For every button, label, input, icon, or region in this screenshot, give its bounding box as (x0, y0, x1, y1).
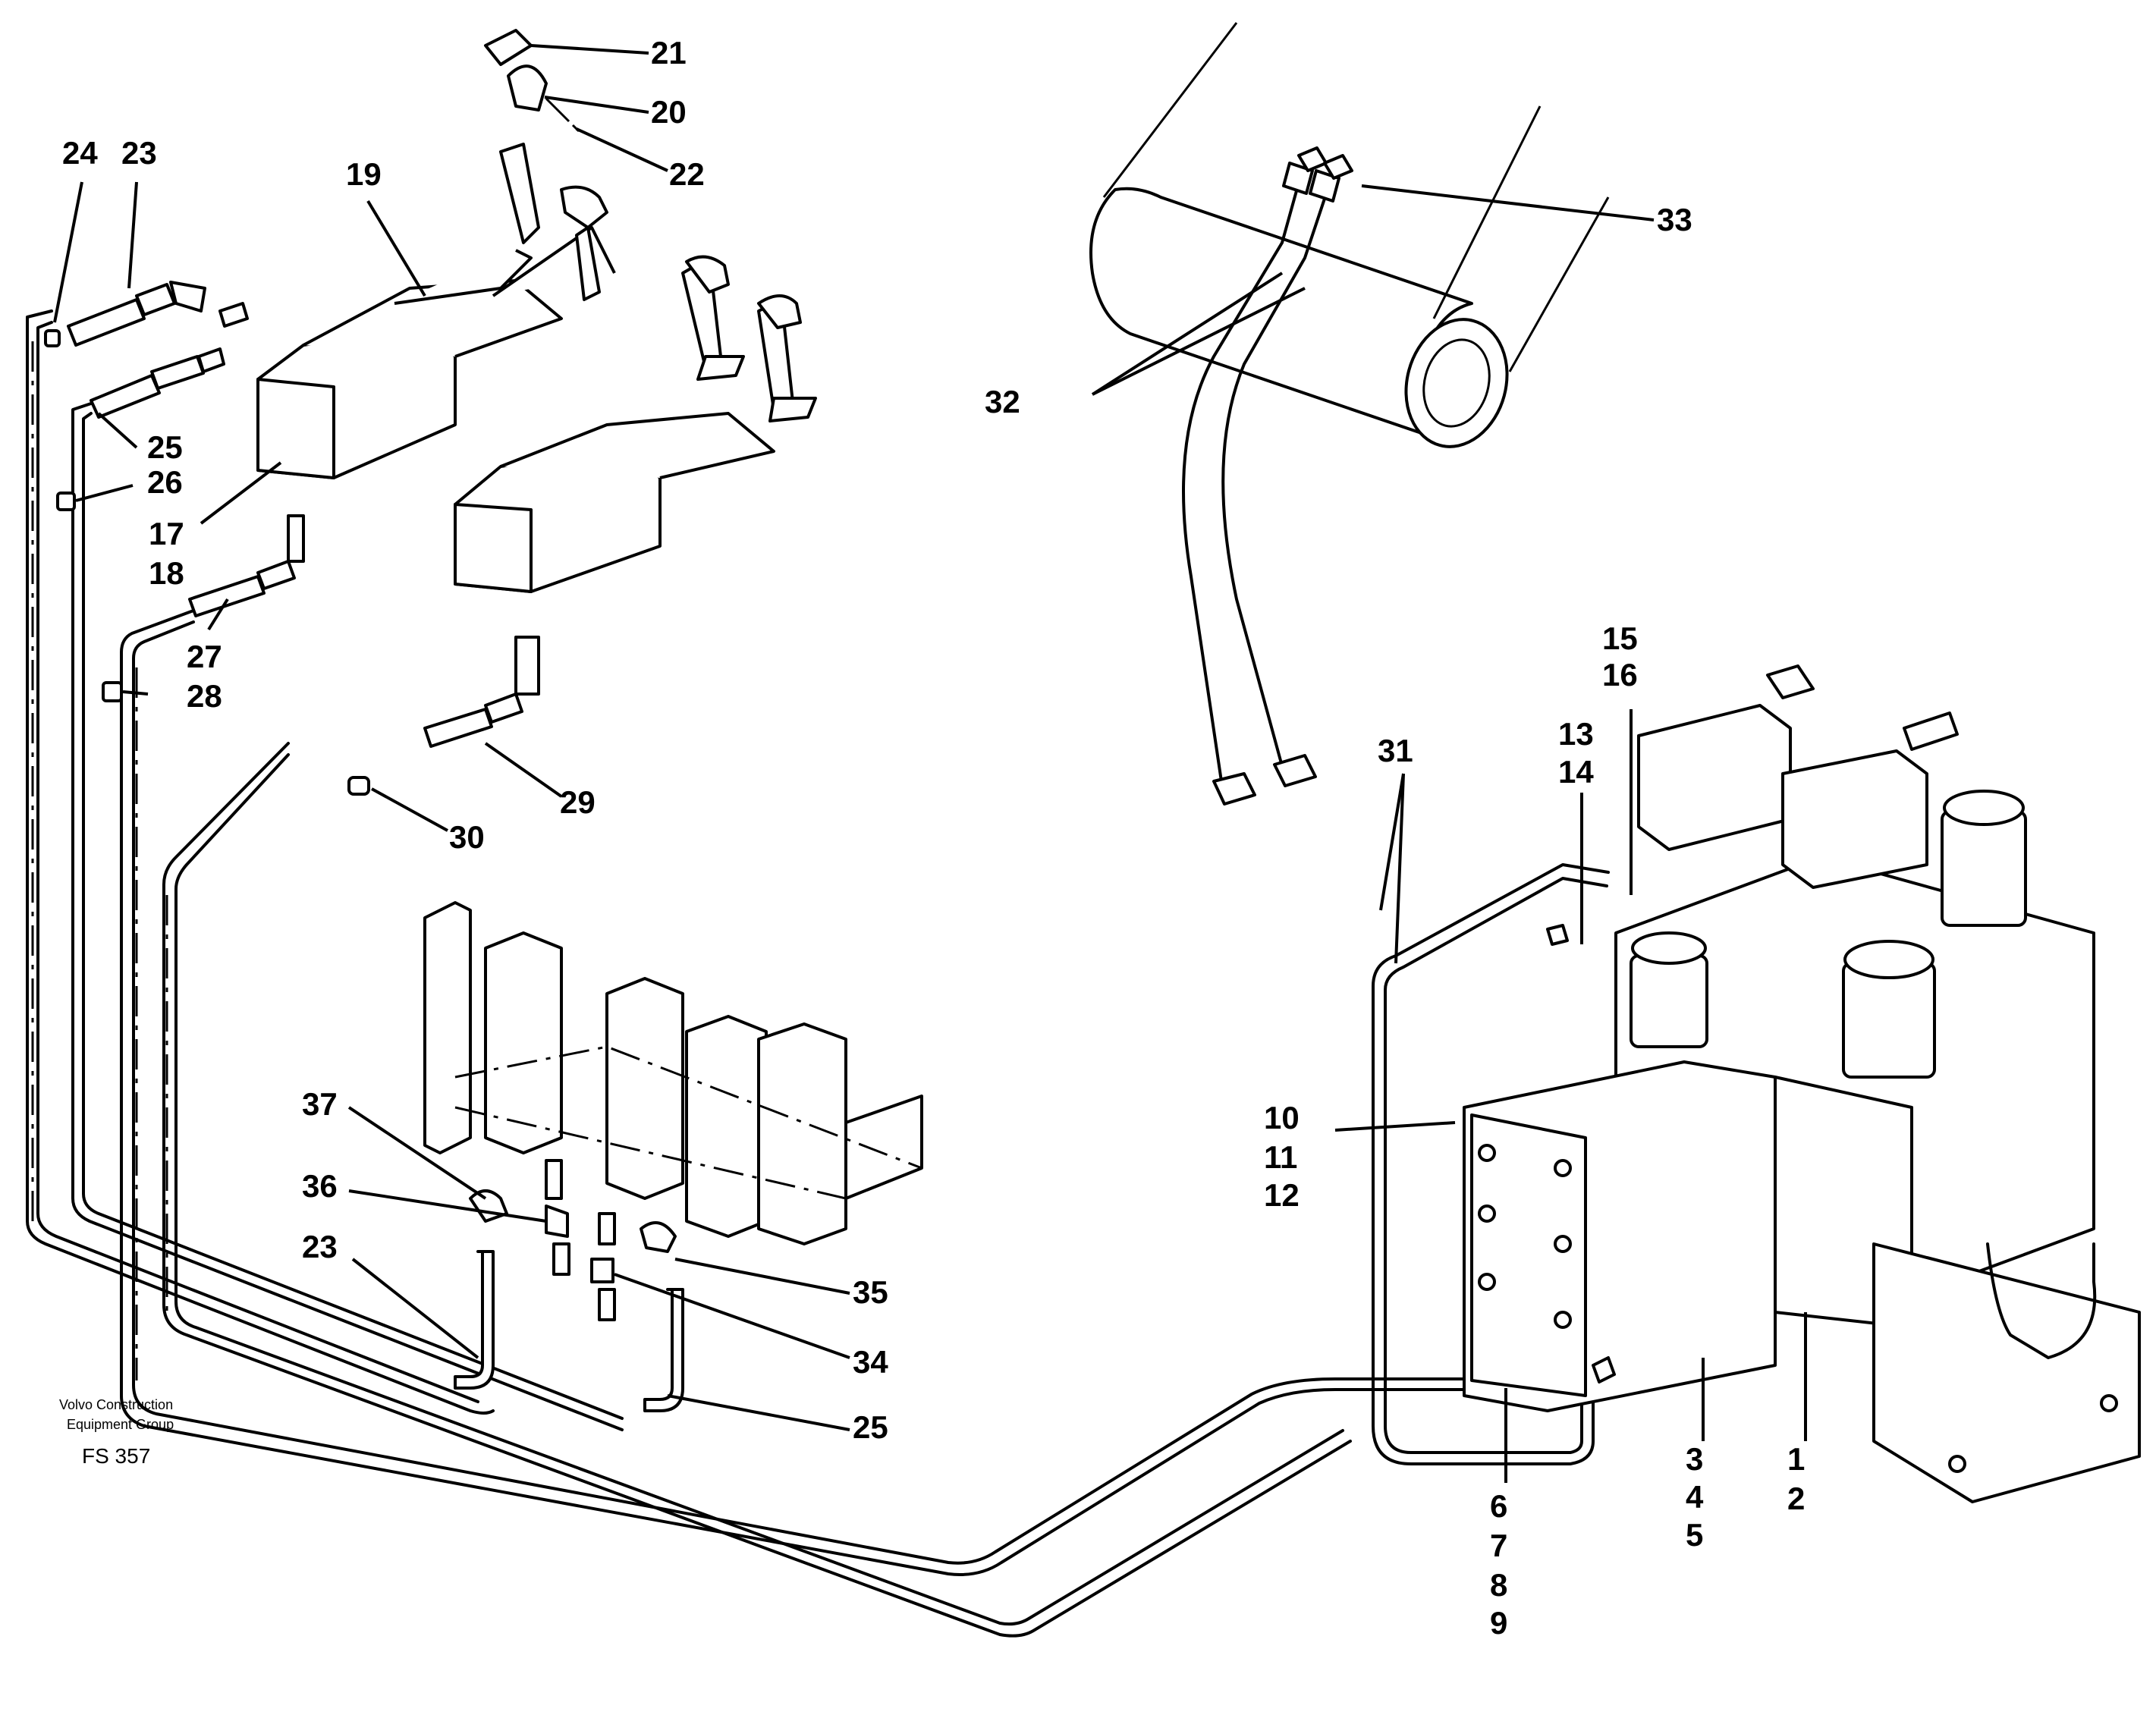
callout-11: 11 (1264, 1139, 1298, 1175)
callout-35: 35 (853, 1274, 888, 1310)
hydraulic-line-left-second (71, 402, 624, 1431)
callout-9: 9 (1490, 1605, 1508, 1641)
callout-6: 6 (1490, 1488, 1508, 1524)
callout-29: 29 (560, 784, 596, 820)
callout-23-top: 23 (121, 135, 157, 171)
callout-32: 32 (985, 384, 1020, 419)
callout-36: 36 (302, 1168, 338, 1204)
callout-8: 8 (1490, 1567, 1508, 1603)
control-valve-block (1463, 664, 2141, 1503)
callout-14: 14 (1558, 754, 1594, 790)
callout-25-bottom: 25 (853, 1409, 888, 1445)
callout-23-bottom: 23 (302, 1229, 338, 1264)
callout-25-top: 25 (147, 429, 183, 465)
callout-30: 30 (449, 819, 485, 855)
company-name-line1: Volvo Construction (59, 1397, 174, 1412)
company-name-line2: Equipment Group (67, 1417, 174, 1432)
callout-16: 16 (1602, 657, 1638, 693)
callout-5: 5 (1686, 1517, 1704, 1553)
callout-31: 31 (1378, 733, 1413, 768)
callout-37: 37 (302, 1086, 338, 1122)
callout-10: 10 (1264, 1100, 1300, 1135)
figure-code: FS 357 (82, 1444, 151, 1468)
callout-24: 24 (62, 135, 98, 171)
callout-19: 19 (346, 156, 382, 192)
hydraulic-line-lower-long (120, 609, 1488, 1638)
callout-4: 4 (1686, 1479, 1704, 1515)
callout-1: 1 (1787, 1441, 1806, 1477)
callout-20: 20 (651, 94, 687, 130)
callout-22: 22 (669, 156, 705, 192)
callout-33: 33 (1657, 202, 1692, 237)
pedal-valve-lower (454, 255, 817, 593)
callout-34: 34 (853, 1344, 888, 1380)
callout-28: 28 (187, 678, 222, 714)
boom-cylinder (1089, 22, 1610, 806)
callout-27: 27 (187, 639, 222, 674)
callout-21: 21 (651, 35, 687, 71)
callout-26: 26 (147, 464, 183, 500)
pedal-valve-upper (256, 29, 616, 479)
valve-bolts (1478, 1144, 2118, 1473)
callout-17: 17 (149, 516, 184, 551)
control-block-sections (423, 901, 923, 1245)
callout-2: 2 (1787, 1481, 1806, 1516)
callout-15: 15 (1602, 620, 1638, 656)
callout-18: 18 (149, 555, 184, 591)
callout-7: 7 (1490, 1528, 1508, 1563)
callout-12: 12 (1264, 1177, 1300, 1213)
callout-3: 3 (1686, 1441, 1704, 1477)
callout-13: 13 (1558, 716, 1594, 752)
fittings (44, 281, 1616, 1412)
leader-lines (53, 44, 1807, 1483)
hydraulic-line-left-outer (26, 309, 495, 1415)
